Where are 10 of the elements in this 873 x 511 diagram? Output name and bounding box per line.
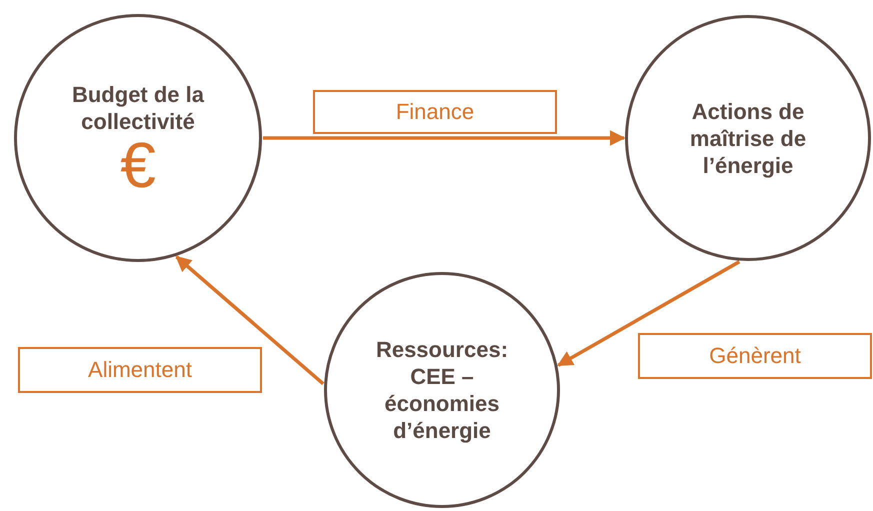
arrow xyxy=(263,130,626,146)
node-label: Ressources: CEE – économies d’énergie xyxy=(374,336,510,444)
node-label: Budget de la collectivité xyxy=(70,81,206,135)
edge-label: Finance xyxy=(313,90,557,134)
euro-symbol: € xyxy=(120,135,156,195)
edge-label: Génèrent xyxy=(638,333,872,379)
arrow xyxy=(175,256,324,386)
node-label: Actions de maîtrise de l’énergie xyxy=(688,98,808,178)
edge-label: Alimentent xyxy=(18,347,262,393)
arrow xyxy=(557,260,740,367)
